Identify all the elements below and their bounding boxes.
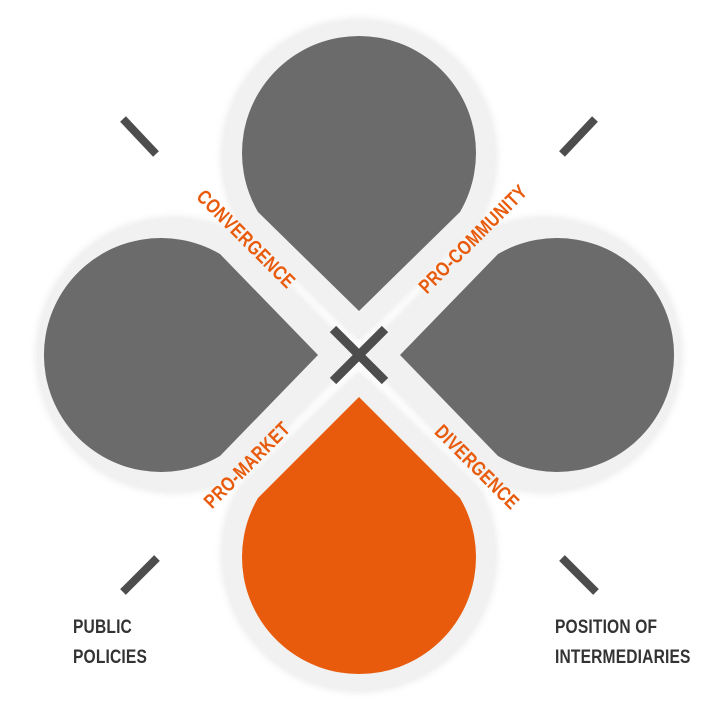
petal-bottom bbox=[242, 397, 476, 675]
petal-left bbox=[43, 238, 319, 473]
axis-label-intermediaries-line-1: POSITION OF bbox=[555, 617, 658, 638]
axis-label-public-policies-line-2: POLICIES bbox=[73, 647, 148, 668]
center-x-icon bbox=[329, 325, 389, 385]
petals bbox=[43, 35, 675, 675]
petal-right bbox=[400, 238, 675, 472]
axis-label-public-policies: PUBLIC POLICIES bbox=[73, 613, 147, 673]
axis-label-position-of-intermediaries: POSITION OF INTERMEDIARIES bbox=[555, 613, 691, 673]
dash-mark-top-right bbox=[559, 116, 598, 157]
dash-mark-bottom-right bbox=[559, 555, 599, 595]
dash-mark-top-left bbox=[120, 116, 159, 157]
axis-label-public-policies-line-1: PUBLIC bbox=[73, 617, 132, 638]
dash-mark-bottom-left bbox=[120, 555, 160, 595]
diagonal-marks bbox=[120, 116, 599, 595]
axis-label-intermediaries-line-2: INTERMEDIARIES bbox=[555, 647, 691, 668]
petal-top bbox=[242, 35, 477, 312]
